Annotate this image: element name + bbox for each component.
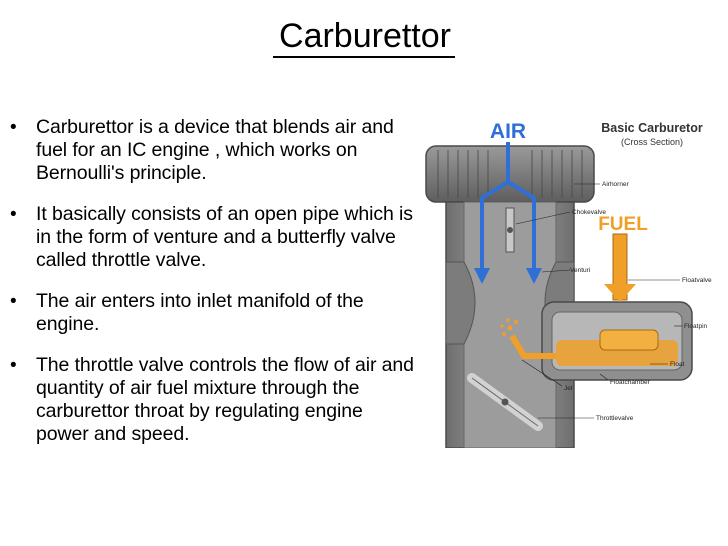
- label-venturi: Venturi: [570, 267, 590, 274]
- part-labels: Airhorner Chokevalve Venturi Floatvalve …: [515, 181, 712, 422]
- label-float-pin: Floatpin: [684, 323, 708, 330]
- bullet-dot-icon: •: [10, 291, 17, 312]
- bullet-text: The air enters into inlet manifold of th…: [36, 290, 364, 335]
- bullet-dot-icon: •: [10, 355, 17, 376]
- diagram-heading: Basic Carburetor: [601, 121, 703, 135]
- fuel-jet: [500, 318, 556, 359]
- bullet-text: It basically consists of an open pipe wh…: [36, 203, 413, 271]
- fuel-inlet: [604, 233, 636, 302]
- bullet-item: • Carburettor is a device that blends air…: [0, 116, 420, 185]
- bullet-dot-icon: •: [10, 117, 17, 138]
- label-throttle-valve: Throttlevalve: [596, 415, 634, 422]
- air-flow-arrows: [474, 142, 542, 284]
- bullet-item: • The air enters into inlet manifold of t…: [0, 290, 420, 336]
- label-float-chamber: Floatchamber: [610, 379, 651, 386]
- bullet-text: The throttle valve controls the flow of …: [36, 354, 414, 445]
- label-jet: Jet: [564, 385, 573, 392]
- air-label: AIR: [490, 120, 526, 143]
- float-chamber: [541, 301, 693, 381]
- label-air-horn: Airhorner: [602, 181, 630, 188]
- label-choke-valve: Chokevalve: [572, 209, 606, 216]
- bullet-list: • Carburettor is a device that blends air…: [0, 116, 420, 464]
- carburetor-diagram: Basic Carburetor (Cross Section) AIR FUE…: [425, 120, 712, 448]
- bullet-item: • The throttle valve controls the flow of…: [0, 354, 420, 446]
- bullet-text: Carburettor is a device that blends air …: [36, 116, 394, 184]
- label-float-valve: Floatvalve: [682, 277, 712, 284]
- bullet-dot-icon: •: [10, 204, 17, 225]
- slide-title-text: Carburettor: [273, 16, 455, 58]
- bullet-item: • It basically consists of an open pipe w…: [0, 203, 420, 272]
- slide-title: Carburettor: [0, 14, 728, 58]
- choke-valve: [505, 207, 515, 253]
- label-float: Float: [670, 361, 685, 368]
- fuel-label: FUEL: [598, 214, 648, 235]
- throttle-valve: [467, 373, 543, 431]
- diagram-subheading: (Cross Section): [621, 137, 683, 147]
